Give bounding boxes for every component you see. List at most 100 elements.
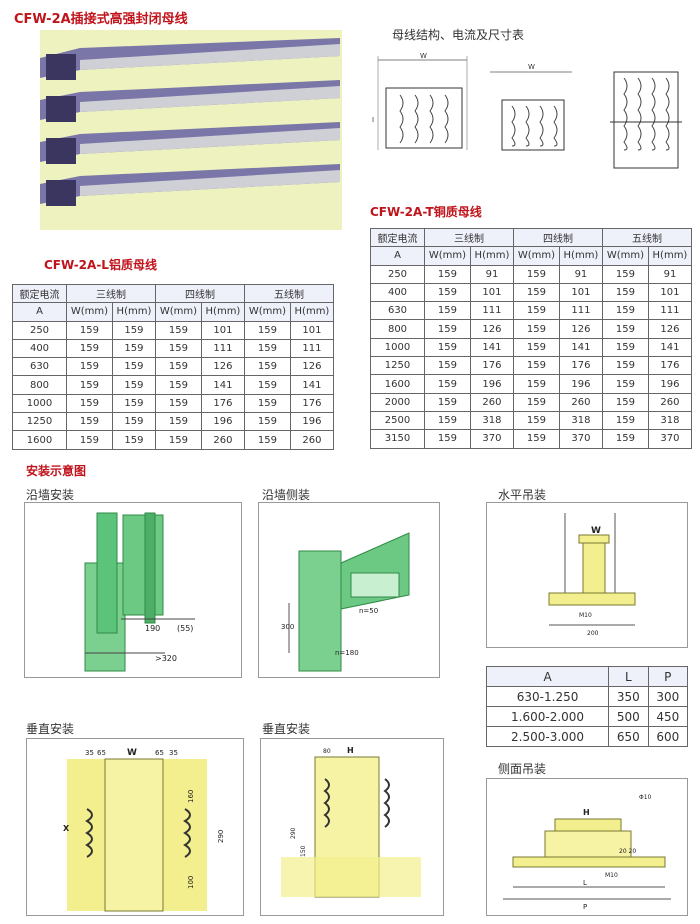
sketch-wall-side-mount: n=50 n=180 300	[258, 502, 440, 678]
table-cell: 126	[289, 357, 335, 377]
header-unit: A	[370, 246, 425, 266]
header-unit: A	[12, 302, 67, 322]
aluminum-table: 额定电流 三线制 四线制 五线制 A W(mm) H(mm) W(mm) H(m…	[12, 283, 335, 450]
dim-150: 150	[300, 845, 307, 857]
table-cell: 126	[558, 319, 603, 339]
header-w: W(mm)	[512, 246, 560, 266]
table-cell: 370	[558, 429, 603, 449]
header-three: 三线制	[424, 227, 514, 248]
dim-65-b: 65	[155, 749, 164, 757]
busbar-photo	[40, 30, 342, 230]
table-cell: 91	[647, 264, 693, 284]
table-cell: 159	[154, 412, 202, 432]
dim-phi10: Φ10	[639, 794, 652, 801]
table-cell: 196	[647, 374, 693, 394]
table-cell: 159	[243, 357, 291, 377]
table-cell: 159	[66, 338, 113, 359]
label-horizontal: 水平吊装	[498, 488, 547, 502]
table-cell: 176	[469, 356, 514, 376]
table-cell: 159	[243, 412, 291, 432]
table-cell: 159	[424, 282, 471, 303]
table-cell: 159	[111, 412, 156, 432]
header-five: 五线制	[601, 227, 693, 248]
dim-m10: M10	[579, 612, 592, 619]
table-cell: 176	[289, 393, 335, 414]
header-w: W(mm)	[424, 246, 471, 266]
table-cell: 159	[512, 282, 560, 303]
dim-w-1: W	[420, 52, 427, 60]
dim-m10-b: M10	[605, 872, 618, 879]
table-cell: 159	[424, 392, 471, 412]
dim-100: 100	[187, 876, 195, 889]
table-cell: 159	[601, 337, 649, 358]
table-cell: 141	[558, 337, 603, 358]
dim-300: 300	[281, 623, 294, 631]
table-cell: 159	[512, 410, 560, 431]
table-cell: 318	[558, 410, 603, 431]
dim-h-v2: H	[347, 746, 354, 755]
table-cell: 159	[154, 393, 202, 414]
table-cell: 159	[243, 338, 291, 359]
cross-section-4wire: W	[482, 60, 582, 170]
table-cell: 111	[200, 338, 245, 359]
table-cell: 159	[601, 301, 649, 321]
dim-p: P	[583, 903, 587, 911]
dim-160: 160	[187, 790, 195, 803]
dim-w-v1: W	[127, 748, 137, 758]
table-cell: 500	[608, 706, 649, 727]
table-cell: 159	[601, 264, 649, 284]
cross-section-3wire: W I	[370, 50, 475, 170]
table-cell: 600	[647, 726, 689, 747]
table-cell: 1000	[12, 393, 67, 414]
table-cell: 196	[200, 412, 245, 432]
table-cell: 101	[469, 282, 514, 303]
table-cell: 141	[200, 375, 245, 395]
table-cell: 159	[111, 393, 156, 414]
table-cell: 2.500-3.000	[485, 726, 610, 747]
table-cell: 111	[469, 301, 514, 321]
table-cell: 159	[154, 375, 202, 395]
header-five: 五线制	[243, 283, 335, 304]
table-cell: 159	[66, 412, 113, 432]
table-cell: 300	[647, 686, 689, 707]
table-cell: 176	[647, 356, 693, 376]
table-cell: 318	[469, 410, 514, 431]
dim-290-b: 290	[290, 827, 297, 839]
header-h: H(mm)	[469, 246, 514, 266]
table-cell: 141	[289, 375, 335, 395]
dim-80: 80	[323, 748, 331, 755]
table-cell: 159	[601, 282, 649, 303]
table-cell: 141	[647, 337, 693, 358]
sketch-wall-mount: 190 (55) >320	[24, 502, 242, 678]
table-cell: 141	[469, 337, 514, 358]
header-w: W(mm)	[66, 302, 113, 322]
table-cell: 2000	[370, 392, 425, 412]
table-cell: 196	[289, 412, 335, 432]
table-cell: 159	[424, 356, 471, 376]
table-cell: 159	[512, 392, 560, 412]
table-cell: 159	[601, 374, 649, 394]
header-h: H(mm)	[111, 302, 156, 322]
table-cell: 1600	[370, 374, 425, 394]
table-cell: 159	[512, 429, 560, 449]
alp-header: P	[647, 666, 689, 687]
table-cell: 159	[154, 357, 202, 377]
dim-n50: n=50	[359, 607, 378, 615]
dim-x: X	[63, 824, 70, 833]
sketch-side-hang: H 20 20 Φ10 M10 L P	[486, 778, 688, 916]
table-cell: 159	[243, 320, 291, 340]
table-cell: 159	[424, 319, 471, 339]
table-cell: 450	[647, 706, 689, 727]
table-cell: 159	[154, 320, 202, 340]
table-cell: 91	[558, 264, 603, 284]
table-cell: 1.600-2.000	[485, 706, 610, 727]
header-w: W(mm)	[154, 302, 202, 322]
